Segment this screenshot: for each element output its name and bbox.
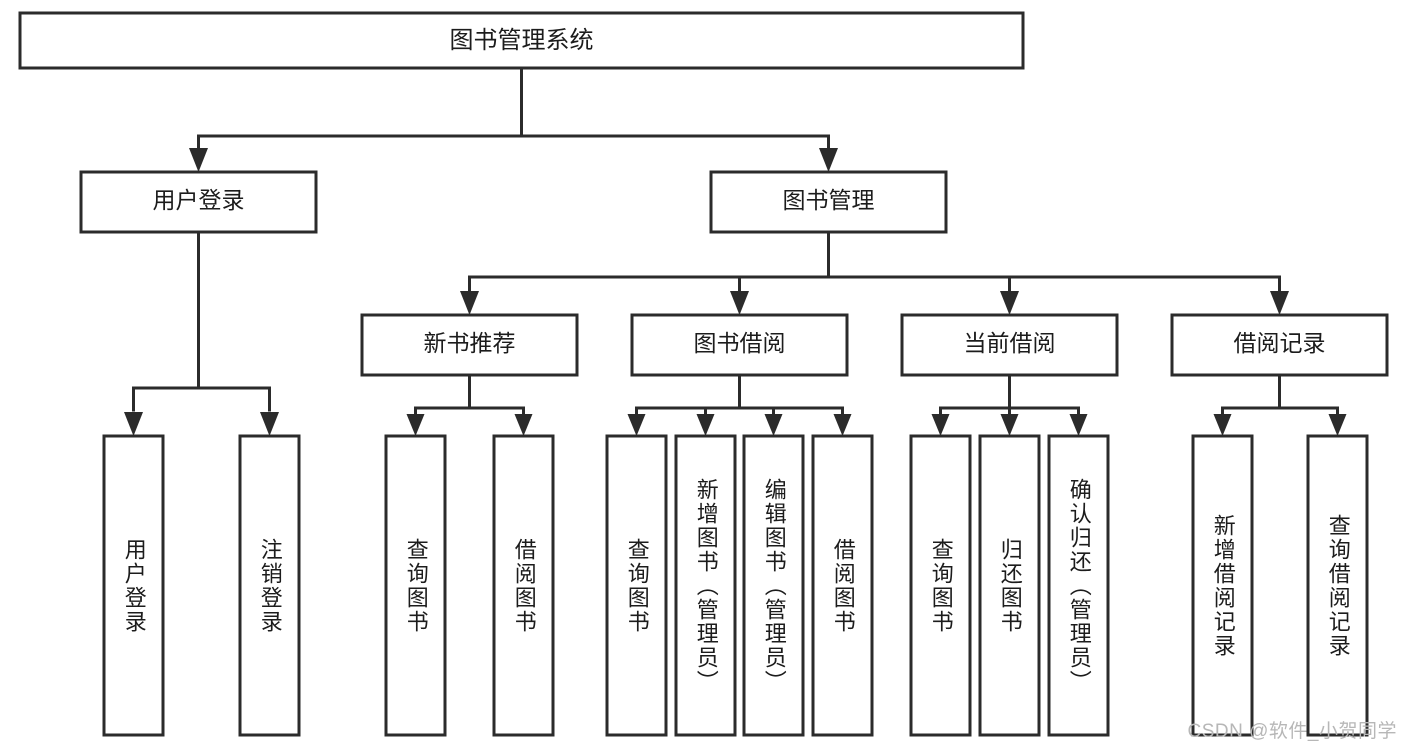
arrow-icon-current-leaf-3 xyxy=(1069,414,1088,436)
arrow-icon-current-leaf-2 xyxy=(1000,414,1019,436)
arrow-icon-record-leaf-1 xyxy=(1213,414,1232,436)
node-label-current-borrow: 当前借阅 xyxy=(964,330,1056,356)
node-new-book-recommend[interactable]: 新书推荐 xyxy=(360,313,579,377)
node-current-borrow[interactable]: 当前借阅 xyxy=(900,313,1119,377)
arrow-icon-to-record xyxy=(1270,291,1289,315)
leaf-box-user-login[interactable] xyxy=(102,434,165,737)
leaf-box-borrow-edit-book[interactable] xyxy=(742,434,805,737)
node-box[interactable] xyxy=(630,313,849,377)
leaf-box-newbook-borrow-book[interactable] xyxy=(492,434,555,737)
watermark-text: CSDN @软件_小贺同学 xyxy=(1187,721,1397,742)
leaf-box-current-query-book[interactable] xyxy=(909,434,972,737)
node-label-root: 图书管理系统 xyxy=(450,27,594,54)
leaf-box-record-query-record[interactable] xyxy=(1306,434,1369,737)
leaf-box-record-add-record[interactable] xyxy=(1191,434,1254,737)
arrow-icon-to-leaf-logout xyxy=(260,412,279,436)
arrow-icon-to-current xyxy=(1000,291,1019,315)
node-box[interactable] xyxy=(18,11,1025,70)
node-box[interactable] xyxy=(1170,313,1389,377)
node-root-book-management-system[interactable]: 图书管理系统 xyxy=(18,11,1025,70)
leaf-box-logout[interactable] xyxy=(238,434,301,737)
node-user-login[interactable]: 用户登录 xyxy=(79,170,318,234)
arrow-icon-record-leaf-2 xyxy=(1328,414,1347,436)
arrow-icon-newbook-leaf-2 xyxy=(514,414,533,436)
node-box[interactable] xyxy=(79,170,318,234)
node-box[interactable] xyxy=(360,313,579,377)
nodes-group: 图书管理系统 用户登录 图书管理 新书推荐 图书借阅 xyxy=(18,11,1389,737)
arrow-icon-to-book-mgmt xyxy=(819,148,838,172)
arrow-icon-current-leaf-1 xyxy=(931,414,950,436)
arrowheads-group xyxy=(124,148,1347,436)
node-borrow-record[interactable]: 借阅记录 xyxy=(1170,313,1389,377)
arrow-icon-to-new-book xyxy=(460,291,479,315)
arrow-icon-to-leaf-user-login xyxy=(124,412,143,436)
leaf-box-borrow-query-book[interactable] xyxy=(605,434,668,737)
arrow-icon-to-user-login xyxy=(189,148,208,172)
leaf-box-newbook-query-book[interactable] xyxy=(384,434,447,737)
node-book-borrow[interactable]: 图书借阅 xyxy=(630,313,849,377)
leaf-box-borrow-add-book[interactable] xyxy=(674,434,737,737)
node-box[interactable] xyxy=(709,170,948,234)
node-book-management[interactable]: 图书管理 xyxy=(709,170,948,234)
node-label-book-borrow: 图书借阅 xyxy=(694,330,786,356)
node-label-user-login: 用户登录 xyxy=(153,187,245,213)
node-label-borrow-record: 借阅记录 xyxy=(1234,330,1326,356)
arrow-icon-borrow-leaf-3 xyxy=(764,414,783,436)
node-label-new-book-recommend: 新书推荐 xyxy=(424,330,516,356)
arrow-icon-borrow-leaf-2 xyxy=(696,414,715,436)
leaf-box-borrow-borrow-book[interactable] xyxy=(811,434,874,737)
node-label-book-management: 图书管理 xyxy=(783,187,875,213)
node-box[interactable] xyxy=(900,313,1119,377)
arrow-icon-borrow-leaf-1 xyxy=(627,414,646,436)
leaf-box-current-return-book[interactable] xyxy=(978,434,1041,737)
arrow-icon-newbook-leaf-1 xyxy=(406,414,425,436)
arrow-icon-borrow-leaf-4 xyxy=(833,414,852,436)
arrow-icon-to-borrow xyxy=(730,291,749,315)
leaf-box-current-confirm-return[interactable] xyxy=(1047,434,1110,737)
